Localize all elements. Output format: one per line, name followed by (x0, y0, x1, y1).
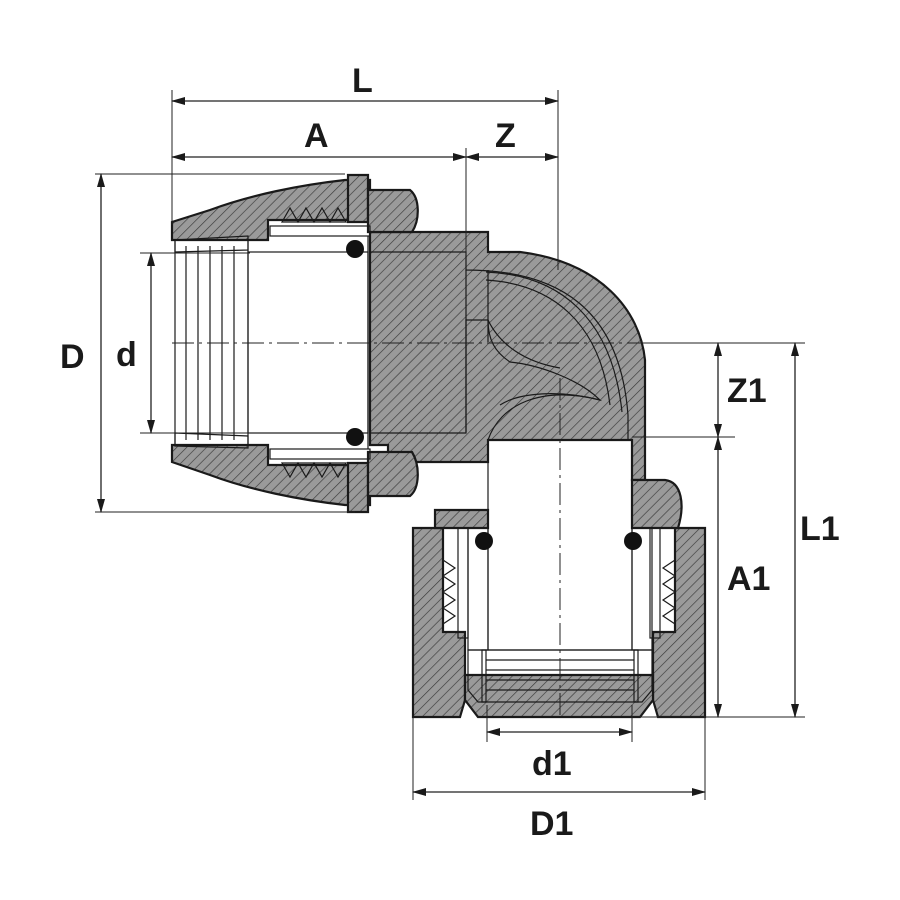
bottom-o-ring-left (475, 532, 493, 550)
bottom-o-ring-right (624, 532, 642, 550)
label-A1: A1 (727, 560, 770, 598)
label-Z: Z (495, 117, 516, 155)
label-d1: d1 (532, 745, 572, 783)
label-Z1: Z1 (727, 372, 767, 410)
left-compression-nut (170, 173, 419, 514)
label-D: D (60, 338, 85, 376)
label-d: d (116, 336, 137, 374)
label-A: A (304, 117, 329, 155)
left-o-ring-top (346, 240, 364, 258)
left-thread-teeth (269, 206, 371, 479)
label-L: L (352, 62, 373, 100)
bottom-compression-nut (411, 478, 707, 719)
left-o-ring-bottom (346, 428, 364, 446)
label-L1: L1 (800, 510, 840, 548)
label-D1: D1 (530, 805, 573, 843)
elbow-body (368, 230, 647, 482)
left-grip-ring (174, 235, 249, 449)
